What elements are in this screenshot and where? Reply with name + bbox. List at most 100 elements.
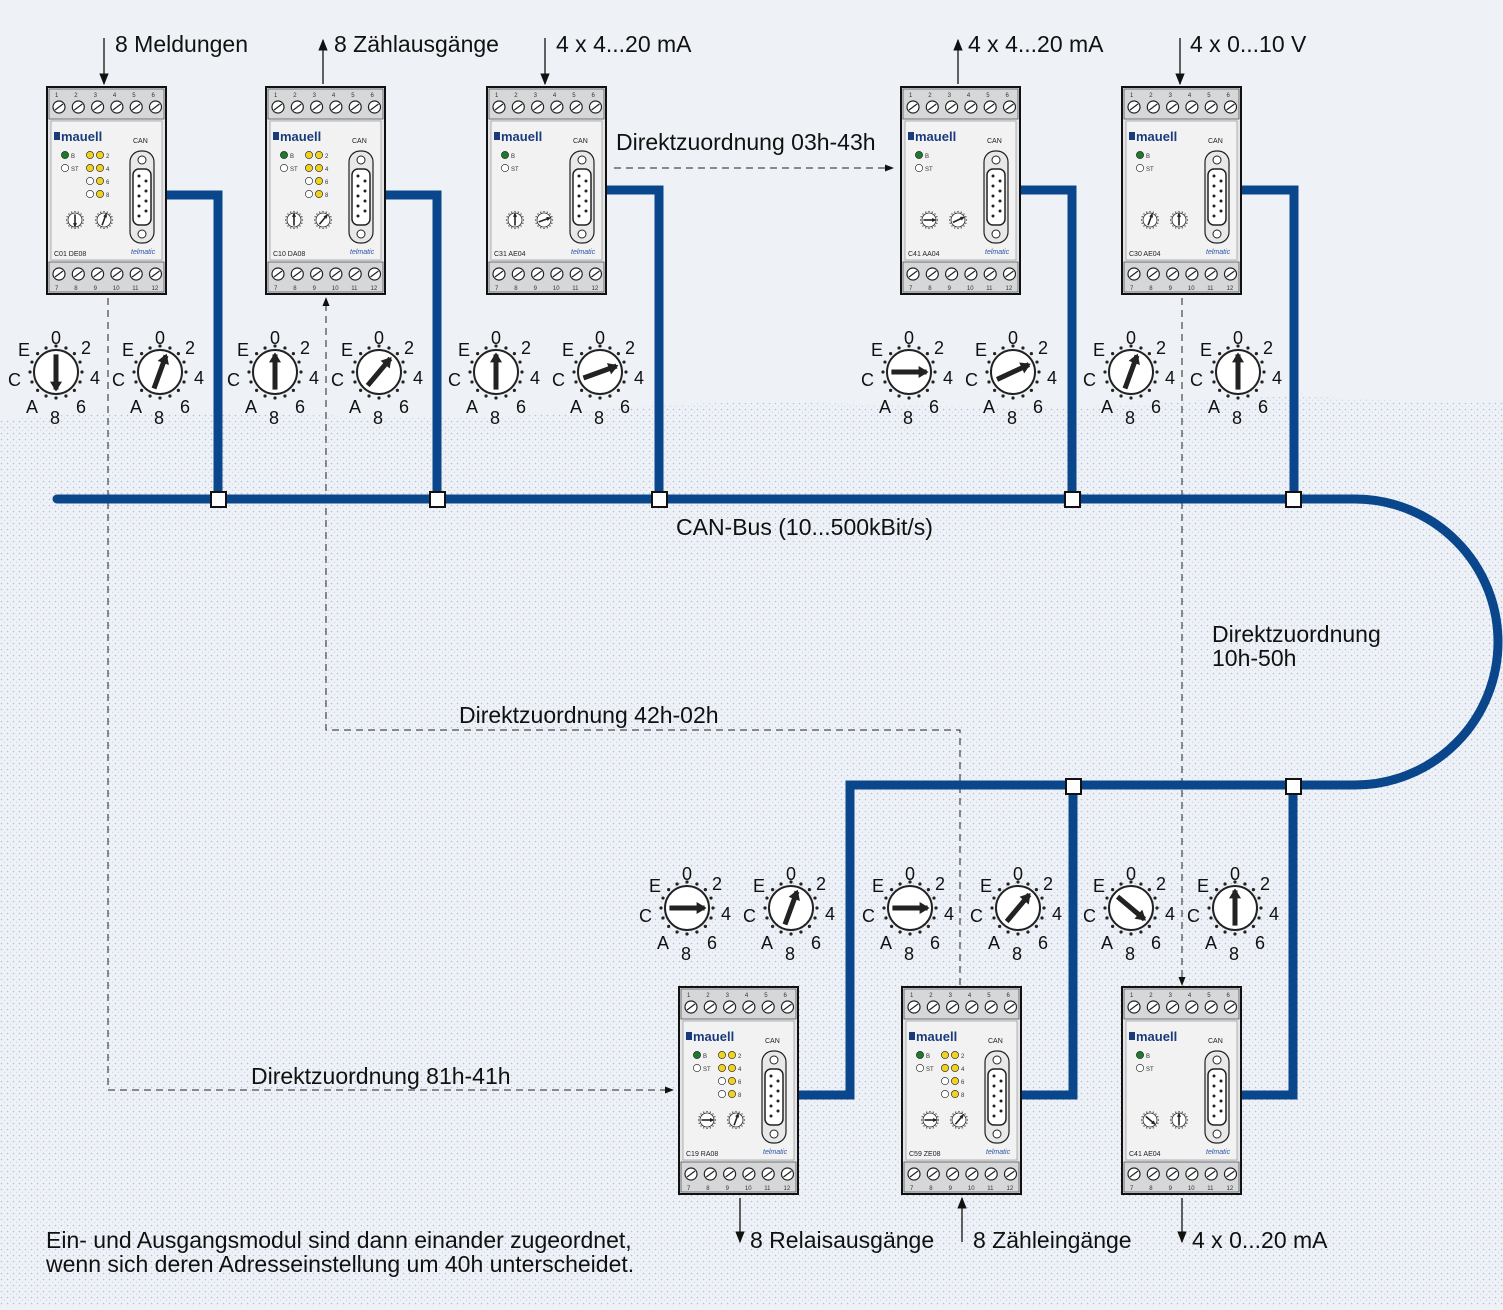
led-channel-label: 6 [106, 180, 110, 186]
dial-label-n8: 8 [1007, 408, 1017, 428]
terminal-number-top: 1 [909, 93, 913, 99]
dial-label-nC: C [227, 370, 240, 390]
can-connector-icon[interactable] [761, 1050, 787, 1144]
led-channel-icon [315, 190, 323, 198]
terminal-number-bottom: 7 [274, 286, 278, 292]
can-connector-icon[interactable] [1204, 1050, 1230, 1144]
panel-dial-icon[interactable] [920, 1110, 940, 1130]
brand-logo-icon [909, 1032, 915, 1040]
dial-label-n4: 4 [943, 368, 953, 388]
terminal-number-bottom: 12 [784, 1186, 791, 1192]
can-connector-icon[interactable] [983, 150, 1009, 244]
terminal-number-top: 3 [949, 993, 953, 999]
led-st-label: ST [290, 167, 298, 173]
can-connector-icon[interactable] [569, 150, 595, 244]
panel-dial-icon[interactable] [505, 210, 525, 230]
dial-label-n6: 6 [1033, 397, 1043, 417]
led-st-icon [916, 1064, 924, 1072]
dial-label-nE: E [458, 340, 470, 360]
panel-dial-icon[interactable] [1169, 210, 1189, 230]
terminal-number-bottom: 8 [74, 286, 78, 292]
panel-dial-icon[interactable] [1140, 210, 1160, 230]
module-type-label: C19 RA08 [686, 1151, 718, 1158]
led-channel-icon [315, 164, 323, 172]
panel-dial-icon[interactable] [65, 210, 85, 230]
dial-label-n2: 2 [625, 338, 635, 358]
dial-label-n2: 2 [1156, 874, 1166, 894]
terminal-number-top: 5 [1207, 993, 1211, 999]
dial-label-nA: A [130, 397, 142, 417]
led-channel-label: 8 [325, 193, 329, 199]
brand-logo-icon [908, 132, 914, 140]
can-connector-icon[interactable] [1204, 150, 1230, 244]
dial-label-n4: 4 [90, 368, 100, 388]
dial-label-n6: 6 [76, 397, 86, 417]
led-channel-icon [305, 164, 313, 172]
panel-dial-icon[interactable] [726, 1110, 746, 1130]
dial-label-nC: C [862, 906, 875, 926]
panel-dial-icon[interactable] [534, 210, 554, 230]
panel-dial-icon[interactable] [313, 210, 333, 230]
dial-label-n4: 4 [1052, 904, 1062, 924]
io-label: 8 Zähleingänge [973, 1227, 1132, 1253]
terminal-number-bottom: 8 [929, 1186, 933, 1192]
panel-dial-icon[interactable] [284, 210, 304, 230]
panel-dial-icon[interactable] [1140, 1110, 1160, 1130]
led-st-label: ST [926, 1067, 934, 1073]
panel-dial-icon[interactable] [948, 210, 968, 230]
panel-dial-icon[interactable] [919, 210, 939, 230]
dial-label-n2: 2 [816, 874, 826, 894]
assignment-line-42h-02h [322, 297, 961, 985]
led-channel-label: 6 [961, 1080, 965, 1086]
dial-label-nA: A [1101, 397, 1113, 417]
terminal-number-bottom: 7 [909, 286, 913, 292]
panel-dial-icon[interactable] [949, 1110, 969, 1130]
can-port-label: CAN [1208, 1038, 1223, 1045]
dial-label-nE: E [122, 340, 134, 360]
panel-dial-icon[interactable] [1169, 1110, 1189, 1130]
sub-brand-label: telmatic [985, 249, 1010, 256]
module-type-label: C41 AA04 [908, 251, 940, 258]
terminal-number-bottom: 10 [1188, 286, 1195, 292]
led-channel-icon [96, 164, 104, 172]
terminal-number-top: 3 [1169, 93, 1173, 99]
can-connector-icon[interactable] [129, 150, 155, 244]
led-b-icon [916, 1051, 924, 1059]
dial-label-n6: 6 [929, 397, 939, 417]
dial-label-nC: C [1187, 906, 1200, 926]
led-channel-label: 8 [961, 1093, 965, 1099]
led-channel-icon [305, 151, 313, 159]
panel-dial-icon[interactable] [697, 1110, 717, 1130]
junction-m8 [1285, 778, 1302, 795]
dial-label-nA: A [988, 933, 1000, 953]
can-bus [52, 185, 1503, 1100]
panel-dial-icon[interactable] [94, 210, 114, 230]
can-connector-icon[interactable] [984, 1050, 1010, 1144]
dial-label-n4: 4 [634, 368, 644, 388]
led-channel-label: 2 [106, 154, 110, 160]
dial-label-n4: 4 [944, 904, 954, 924]
can-bus-main-line [52, 494, 1503, 1100]
terminal-number-top: 4 [968, 993, 972, 999]
can-connector-icon[interactable] [348, 150, 374, 244]
terminal-number-top: 2 [929, 993, 933, 999]
dial-label-n2: 2 [300, 338, 310, 358]
